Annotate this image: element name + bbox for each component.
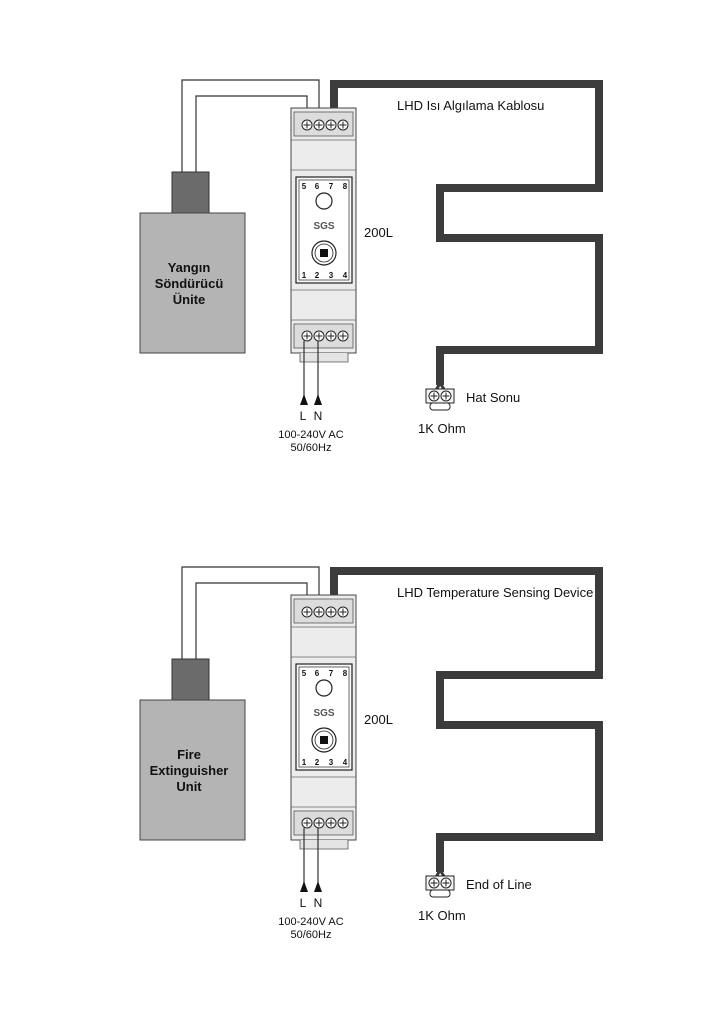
top-screw-terminal-2 <box>313 606 325 618</box>
indicator-led <box>315 192 333 210</box>
top-screw-terminal-3 <box>325 606 337 618</box>
unit-label-line: Ünite <box>173 292 206 307</box>
indicator-led <box>315 679 333 697</box>
terminal-number-top: 5 <box>302 182 307 191</box>
bottom-screw-terminal-4 <box>337 817 349 829</box>
terminal-number-top: 8 <box>343 669 348 678</box>
eol-resistor <box>429 402 451 411</box>
line-arrow <box>300 881 308 892</box>
line-label: L <box>300 409 307 423</box>
brand-logo: SGS <box>313 708 334 719</box>
terminal-number-bottom: 1 <box>302 758 307 767</box>
top-screw-terminal-1 <box>301 119 313 131</box>
power-frequency: 50/60Hz <box>291 929 332 941</box>
resistor-label: 1K Ohm <box>418 908 466 923</box>
top-screw-terminal-2 <box>313 119 325 131</box>
model-label: 200L <box>364 225 393 240</box>
top-screw-terminal-4 <box>337 119 349 131</box>
wiring-diagram-2: LHD Temperature Sensing DeviceFireExting… <box>139 566 603 941</box>
eol-screw-terminal <box>440 390 452 402</box>
unit-connector <box>171 658 210 701</box>
unit-connector <box>171 171 210 214</box>
terminal-number-top: 6 <box>315 182 320 191</box>
terminal-number-bottom: 4 <box>343 271 348 280</box>
model-label: 200L <box>364 712 393 727</box>
terminal-number-bottom: 4 <box>343 758 348 767</box>
terminal-number-top: 5 <box>302 669 307 678</box>
cable-label: LHD Temperature Sensing Device <box>397 585 593 600</box>
eol-screw-terminal <box>428 390 440 402</box>
cable-label: LHD Isı Algılama Kablosu <box>397 98 544 113</box>
bottom-screw-terminal-1 <box>301 330 313 342</box>
unit-label-line: Unit <box>176 779 202 794</box>
signal-wire-inner <box>195 95 308 172</box>
power-voltage: 100-240V AC <box>278 429 343 441</box>
bottom-screw-terminal-2 <box>313 817 325 829</box>
bottom-screw-terminal-2 <box>313 330 325 342</box>
power-frequency: 50/60Hz <box>291 442 332 454</box>
bottom-screw-terminal-1 <box>301 817 313 829</box>
signal-wire-outer <box>181 79 320 172</box>
wiring-diagram-1: LHD Isı Algılama KablosuYangınSöndürücüÜ… <box>139 79 603 454</box>
heat-sensing-cable <box>330 567 603 872</box>
bottom-screw-terminal-3 <box>325 330 337 342</box>
neutral-label: N <box>314 409 323 423</box>
terminal-number-top: 7 <box>329 182 334 191</box>
neutral-arrow <box>314 394 322 405</box>
din-rail-clip <box>299 353 349 363</box>
resistor-label: 1K Ohm <box>418 421 466 436</box>
terminal-number-bottom: 3 <box>329 758 334 767</box>
neutral-arrow <box>314 881 322 892</box>
top-screw-terminal-1 <box>301 606 313 618</box>
test-button-square <box>320 736 328 744</box>
heat-sensing-cable <box>330 80 603 385</box>
terminal-number-top: 6 <box>315 669 320 678</box>
extinguisher-unit <box>139 699 246 841</box>
unit-label-line: Yangın <box>168 260 211 275</box>
extinguisher-unit <box>139 212 246 354</box>
terminal-number-bottom: 3 <box>329 271 334 280</box>
brand-logo: SGS <box>313 221 334 232</box>
terminal-number-bottom: 1 <box>302 271 307 280</box>
line-arrow <box>300 394 308 405</box>
unit-label-line: Fire <box>177 747 201 762</box>
unit-label-line: Extinguisher <box>150 763 229 778</box>
din-rail-clip <box>299 840 349 850</box>
top-screw-terminal-4 <box>337 606 349 618</box>
signal-wire-outer <box>181 566 320 659</box>
test-button-square <box>320 249 328 257</box>
neutral-label: N <box>314 896 323 910</box>
unit-label-line: Söndürücü <box>155 276 224 291</box>
end-of-line-label: Hat Sonu <box>466 390 520 405</box>
eol-resistor <box>429 889 451 898</box>
line-label: L <box>300 896 307 910</box>
terminal-number-bottom: 2 <box>315 758 320 767</box>
bottom-screw-terminal-3 <box>325 817 337 829</box>
end-of-line-label: End of Line <box>466 877 532 892</box>
top-screw-terminal-3 <box>325 119 337 131</box>
terminal-number-top: 8 <box>343 182 348 191</box>
eol-screw-terminal <box>428 877 440 889</box>
terminal-number-bottom: 2 <box>315 271 320 280</box>
bottom-screw-terminal-4 <box>337 330 349 342</box>
terminal-number-top: 7 <box>329 669 334 678</box>
signal-wire-inner <box>195 582 308 659</box>
power-voltage: 100-240V AC <box>278 916 343 928</box>
eol-screw-terminal <box>440 877 452 889</box>
